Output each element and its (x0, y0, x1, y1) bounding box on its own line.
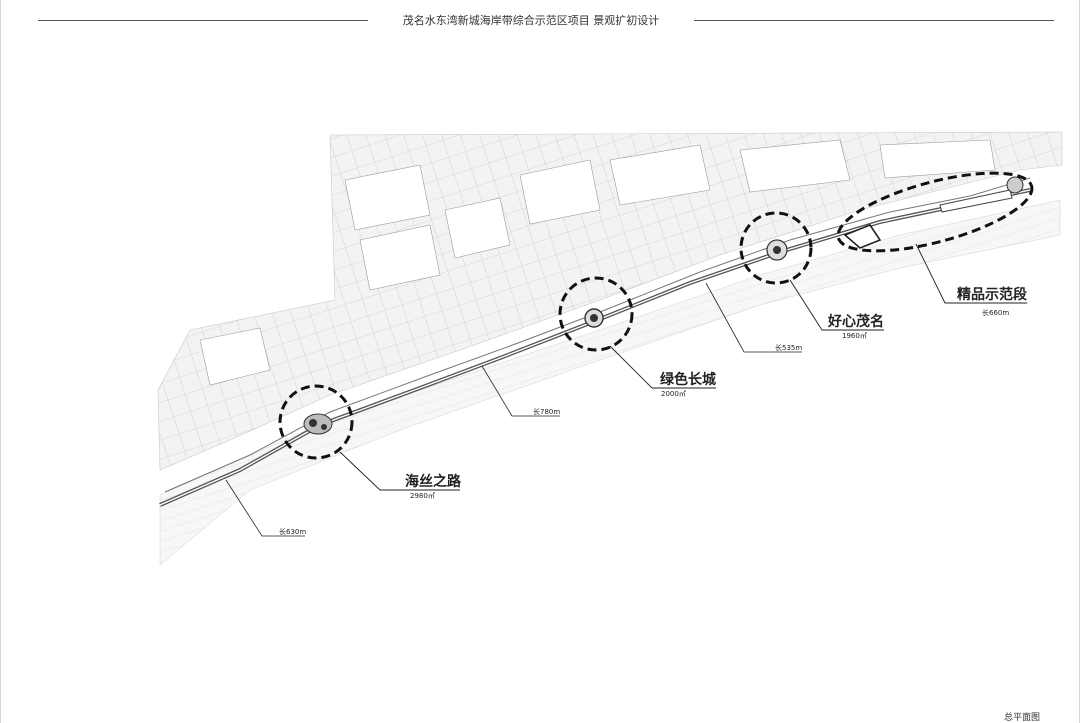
zone-haoxin-area: 1960㎡ (842, 332, 867, 340)
leader-seg2 (481, 365, 560, 417)
zone-haoxin-name: 好心茂名 (827, 313, 884, 330)
zone-haisi-highlight[interactable] (278, 384, 354, 460)
node-haoxin-feature (766, 239, 788, 261)
leader-seg3 (705, 282, 802, 353)
segment-2-length: 长780m (533, 407, 560, 416)
sea-area (159, 199, 1061, 566)
leader-seg1 (225, 479, 305, 537)
leader-haisi (339, 451, 460, 491)
building-blocks (199, 139, 996, 386)
leader-jingpin (915, 243, 1027, 304)
drawing-name: 总平面图 (1003, 713, 1040, 723)
zone-jingpin-highlight[interactable] (831, 157, 1040, 267)
zone-haisi-name: 海丝之路 (405, 473, 462, 490)
zone-haisi-area: 2980㎡ (410, 492, 435, 500)
drawing-title: 茂名水东湾新城海岸带综合示范区项目 景观扩初设计 (402, 14, 660, 27)
zone-haoxin-highlight[interactable] (739, 211, 813, 285)
zone-leaders (339, 243, 1027, 491)
leader-lvse (609, 345, 716, 389)
zone-lvse-name: 绿色长城 (660, 371, 716, 388)
header-rule-right (694, 20, 1054, 21)
leader-haoxin (789, 279, 884, 331)
node-haisi-feature (303, 413, 333, 435)
zone-jingpin-name: 精品示范段 (957, 286, 1027, 303)
node-lvse-feature (584, 308, 604, 328)
segment-3-length: 长535m (775, 343, 802, 352)
zone-lvse-highlight[interactable] (558, 276, 634, 352)
segment-1-length: 长630m (279, 527, 306, 536)
segment-leaders (225, 282, 802, 537)
header-rule-left (38, 20, 368, 21)
zone-lvse-area: 2000㎡ (661, 390, 686, 398)
node-jingpin-feature (843, 176, 1024, 249)
zone-jingpin-area: 长660m (982, 308, 1009, 317)
